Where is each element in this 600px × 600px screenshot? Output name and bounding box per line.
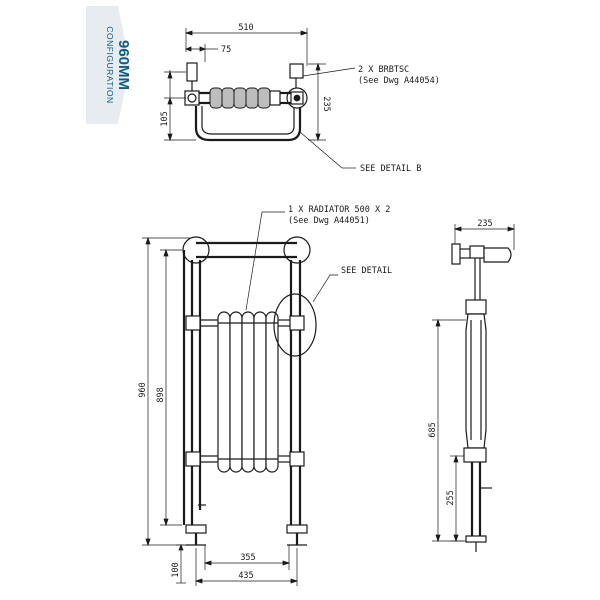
dim-bottom-label: 100	[171, 562, 181, 577]
dim-height-left-label: 105	[160, 111, 170, 126]
dim-height-label: 685	[428, 422, 438, 437]
front-view: 1 X RADIATOR 500 X 2 (See Dwg A44051) SE…	[138, 205, 392, 586]
dim-outer-width-label: 435	[238, 571, 253, 581]
dim-total-height-label: 960	[138, 382, 148, 397]
label-radiator-line1: 1 X RADIATOR 500 X 2	[288, 205, 390, 215]
dim-width-label: 510	[238, 23, 253, 33]
top-view: 510 75	[160, 23, 440, 174]
label-see-detail: SEE DETAIL	[341, 266, 392, 276]
label-radiator-line2: (See Dwg A44051)	[288, 216, 370, 226]
configuration-badge: 960MM CONFIGURATION	[86, 6, 130, 124]
front-radiator-columns	[217, 311, 279, 473]
label-detail-b: SEE DETAIL B	[360, 164, 421, 174]
badge-background	[86, 6, 130, 124]
side-view: 235 685 255	[428, 219, 516, 552]
detail-circle	[273, 293, 317, 357]
badge-title: 960MM	[115, 40, 130, 90]
dim-height-right-label: 235	[321, 96, 331, 111]
badge-subtitle: CONFIGURATION	[105, 26, 115, 103]
dim-depth-label: 235	[477, 219, 492, 229]
dim-inner-height-label: 898	[156, 387, 166, 402]
label-brackets-line2: (See Dwg A44054)	[358, 76, 440, 86]
top-radiator-sections	[209, 87, 281, 109]
dim-lower-label: 255	[446, 490, 456, 505]
label-brackets-line1: 2 X BRBTSC	[358, 65, 409, 75]
dim-inner-width-label: 355	[240, 553, 255, 563]
dim-offset-label: 75	[221, 45, 231, 55]
